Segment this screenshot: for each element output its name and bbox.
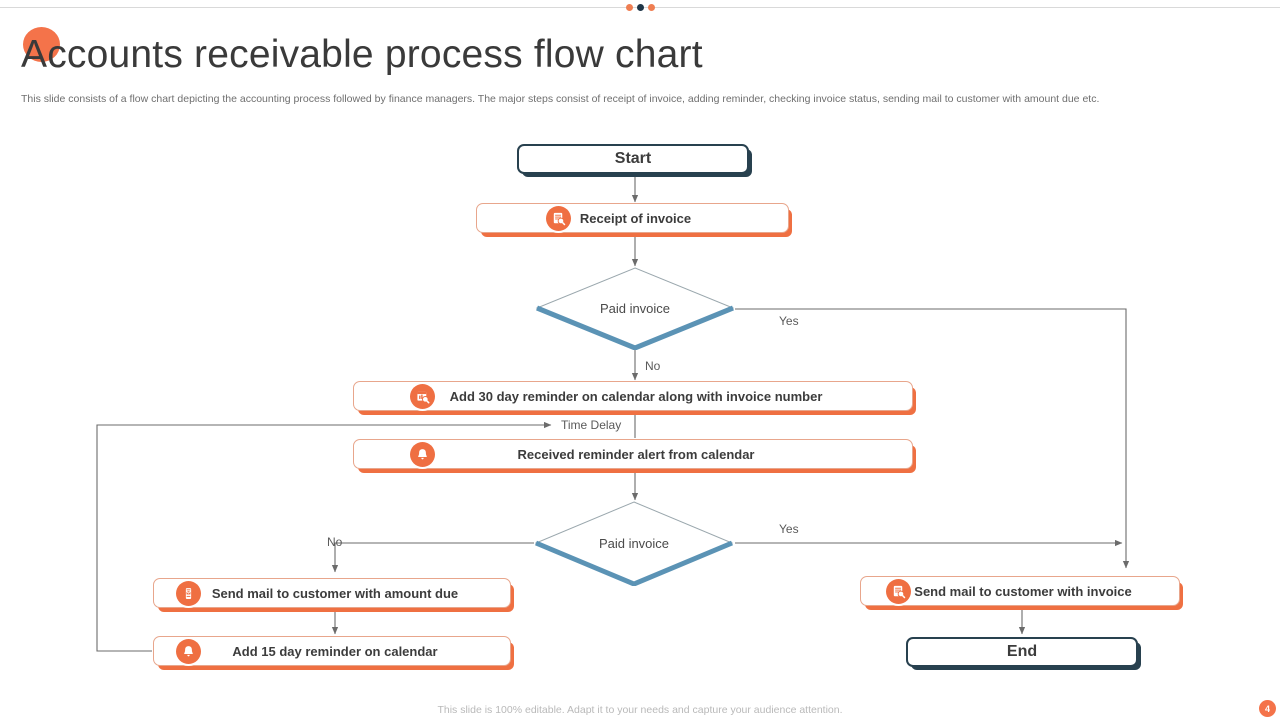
page-subtitle: This slide consists of a flow chart depi… bbox=[21, 93, 1100, 105]
page-title: Accounts receivable process flow chart bbox=[21, 33, 703, 76]
node-received-reminder-alert-label: Received reminder alert from calendar bbox=[517, 446, 755, 462]
node-start[interactable]: Start bbox=[517, 144, 749, 174]
node-add-15-day-reminder-label: Add 15 day reminder on calendar bbox=[232, 643, 438, 659]
edge-paid2-no-to-maildue bbox=[331, 542, 534, 573]
top-dot-decoration bbox=[0, 0, 1280, 14]
invoice-document-icon bbox=[546, 205, 571, 231]
bell-icon bbox=[176, 638, 201, 664]
node-receipt-of-invoice[interactable]: Receipt of invoice bbox=[476, 203, 789, 233]
footer-note: This slide is 100% editable. Adapt it to… bbox=[437, 704, 843, 716]
calendar-chart-icon bbox=[410, 383, 435, 409]
decoration-dot-orange-right bbox=[647, 3, 655, 11]
node-receipt-of-invoice-label: Receipt of invoice bbox=[579, 210, 692, 226]
node-send-mail-with-invoice[interactable]: Send mail to customer with invoice bbox=[860, 576, 1180, 606]
decoration-dot-navy-center bbox=[636, 3, 644, 11]
edge-label-paid1-yes: Yes bbox=[779, 314, 799, 328]
node-decision-paid-invoice-2-label: Paid invoice bbox=[598, 535, 670, 551]
page-number-badge: 4 bbox=[1259, 700, 1276, 717]
node-add-15-day-reminder[interactable]: Add 15 day reminder on calendar bbox=[153, 636, 511, 666]
bell-icon bbox=[410, 441, 435, 467]
node-decision-paid-invoice-2[interactable]: Paid invoice bbox=[533, 500, 735, 587]
decoration-dot-orange-left bbox=[625, 3, 633, 11]
edge-label-time-delay: Time Delay bbox=[558, 418, 625, 432]
node-end[interactable]: End bbox=[906, 637, 1138, 667]
edge-paid1-yes-rail bbox=[735, 308, 1130, 569]
edge-add15-timedelay-loop bbox=[96, 421, 552, 652]
node-end-label: End bbox=[1006, 643, 1038, 660]
node-decision-paid-invoice-1-label: Paid invoice bbox=[599, 300, 671, 316]
node-received-reminder-alert[interactable]: Received reminder alert from calendar bbox=[353, 439, 913, 469]
node-send-mail-amount-due-label: Send mail to customer with amount due bbox=[211, 585, 459, 601]
node-decision-paid-invoice-1[interactable]: Paid invoice bbox=[534, 266, 736, 351]
mobile-mail-icon bbox=[176, 580, 201, 606]
node-add-30-day-reminder-label: Add 30 day reminder on calendar along wi… bbox=[449, 388, 823, 404]
edge-label-paid1-no: No bbox=[645, 359, 661, 373]
node-add-30-day-reminder[interactable]: Add 30 day reminder on calendar along wi… bbox=[353, 381, 913, 411]
node-start-label: Start bbox=[614, 150, 652, 167]
edge-label-paid2-no: No bbox=[327, 535, 343, 549]
node-send-mail-amount-due[interactable]: Send mail to customer with amount due bbox=[153, 578, 511, 608]
edge-label-paid2-yes: Yes bbox=[779, 522, 799, 536]
node-send-mail-with-invoice-label: Send mail to customer with invoice bbox=[914, 583, 1132, 599]
invoice-document-icon bbox=[886, 578, 911, 604]
title-accent-circle bbox=[23, 27, 60, 62]
